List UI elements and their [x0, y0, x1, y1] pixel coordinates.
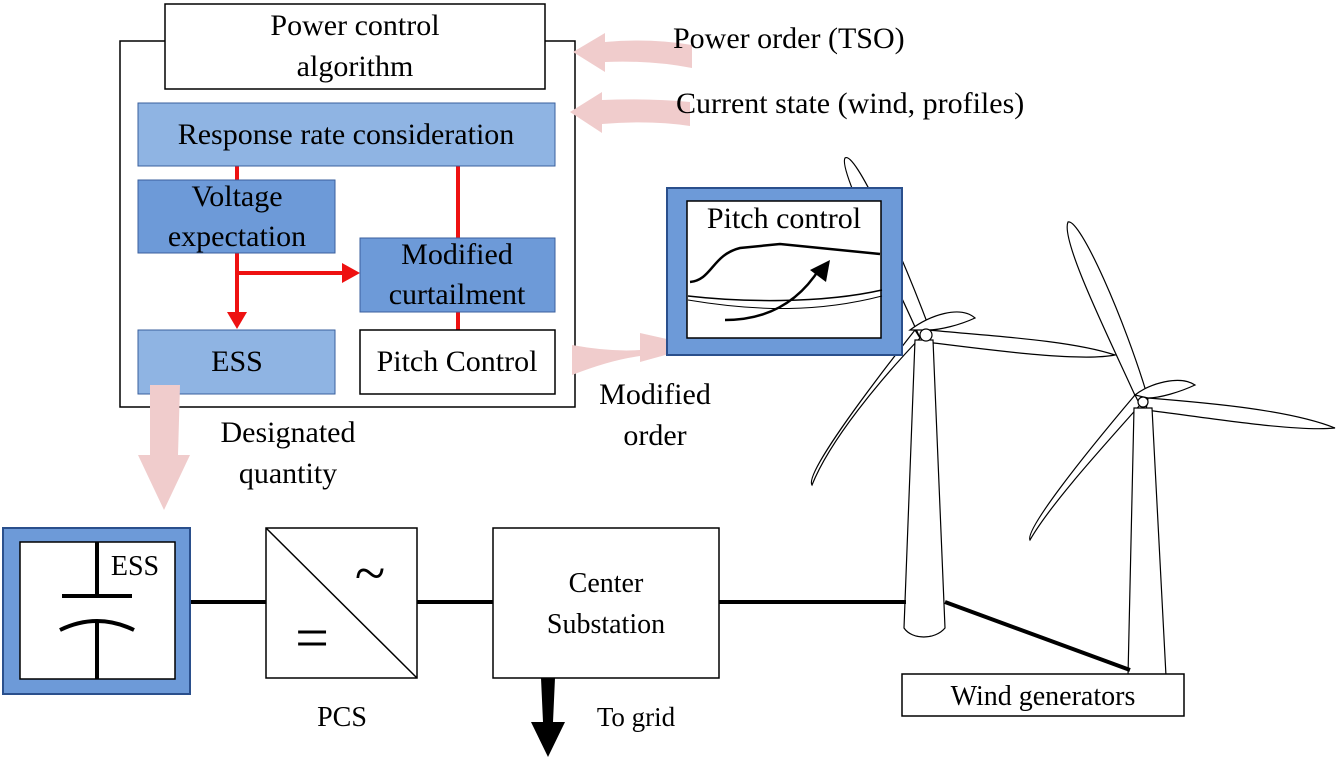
voltage-label-line2: expectation [168, 220, 306, 253]
ess-control-label: ESS [211, 345, 263, 378]
modified-order-label-line1: Modified [599, 378, 711, 411]
wind-turbine-back [1029, 221, 1336, 685]
power-order-label: Power order (TSO) [673, 22, 905, 55]
power-order-arrow [573, 33, 692, 72]
pitch-arrow-head [810, 260, 830, 282]
designated-quantity-arrow [138, 385, 190, 510]
wind-generators-box [901, 673, 1185, 717]
current-state-label: Current state (wind, profiles) [676, 87, 1024, 120]
ess-control-block [137, 329, 336, 395]
modified-curtailment-block [359, 237, 556, 313]
designated-label-line1: Designated [221, 416, 356, 449]
pitch-control-label: Pitch Control [377, 345, 538, 378]
curtailment-label-line1: Modified [401, 238, 513, 271]
wind-generators-label: Wind generators [951, 681, 1136, 712]
arrow-to-ess [227, 312, 247, 329]
substation-label-line1: Center [569, 568, 644, 599]
control-connectors [235, 166, 460, 330]
dc-symbol: = [295, 605, 329, 671]
curtailment-label-line2: curtailment [389, 278, 526, 311]
power-control-algorithm-box [164, 3, 546, 90]
algorithm-label-line1: Power control [270, 9, 439, 42]
arrow-to-curtailment [342, 263, 360, 283]
bus-lines [190, 600, 1131, 672]
designated-label-line2: quantity [239, 457, 337, 490]
blade-profile-sketch [687, 242, 883, 322]
ac-symbol: ~ [355, 543, 385, 605]
pitch-control-inner [686, 200, 882, 339]
capacitor-icon [59, 542, 135, 679]
response-rate-block [137, 102, 556, 167]
current-state-arrow [570, 92, 690, 133]
pitch-panel-title: Pitch control [707, 202, 861, 235]
pitch-control-block [359, 329, 556, 395]
pcs-label: PCS [317, 702, 367, 733]
ess-storage-label: ESS [111, 551, 159, 582]
voltage-expectation-block [137, 179, 336, 254]
to-grid-arrow [531, 678, 565, 757]
modified-order-label-line2: order [623, 419, 686, 452]
center-substation-box [492, 527, 720, 679]
substation-label-line2: Substation [547, 609, 665, 640]
to-grid-label: To grid [597, 702, 676, 732]
response-rate-label: Response rate consideration [178, 118, 515, 151]
algorithm-label-line2: algorithm [297, 50, 414, 83]
pcs-diagonal [265, 527, 418, 679]
voltage-label-line1: Voltage [191, 180, 282, 213]
